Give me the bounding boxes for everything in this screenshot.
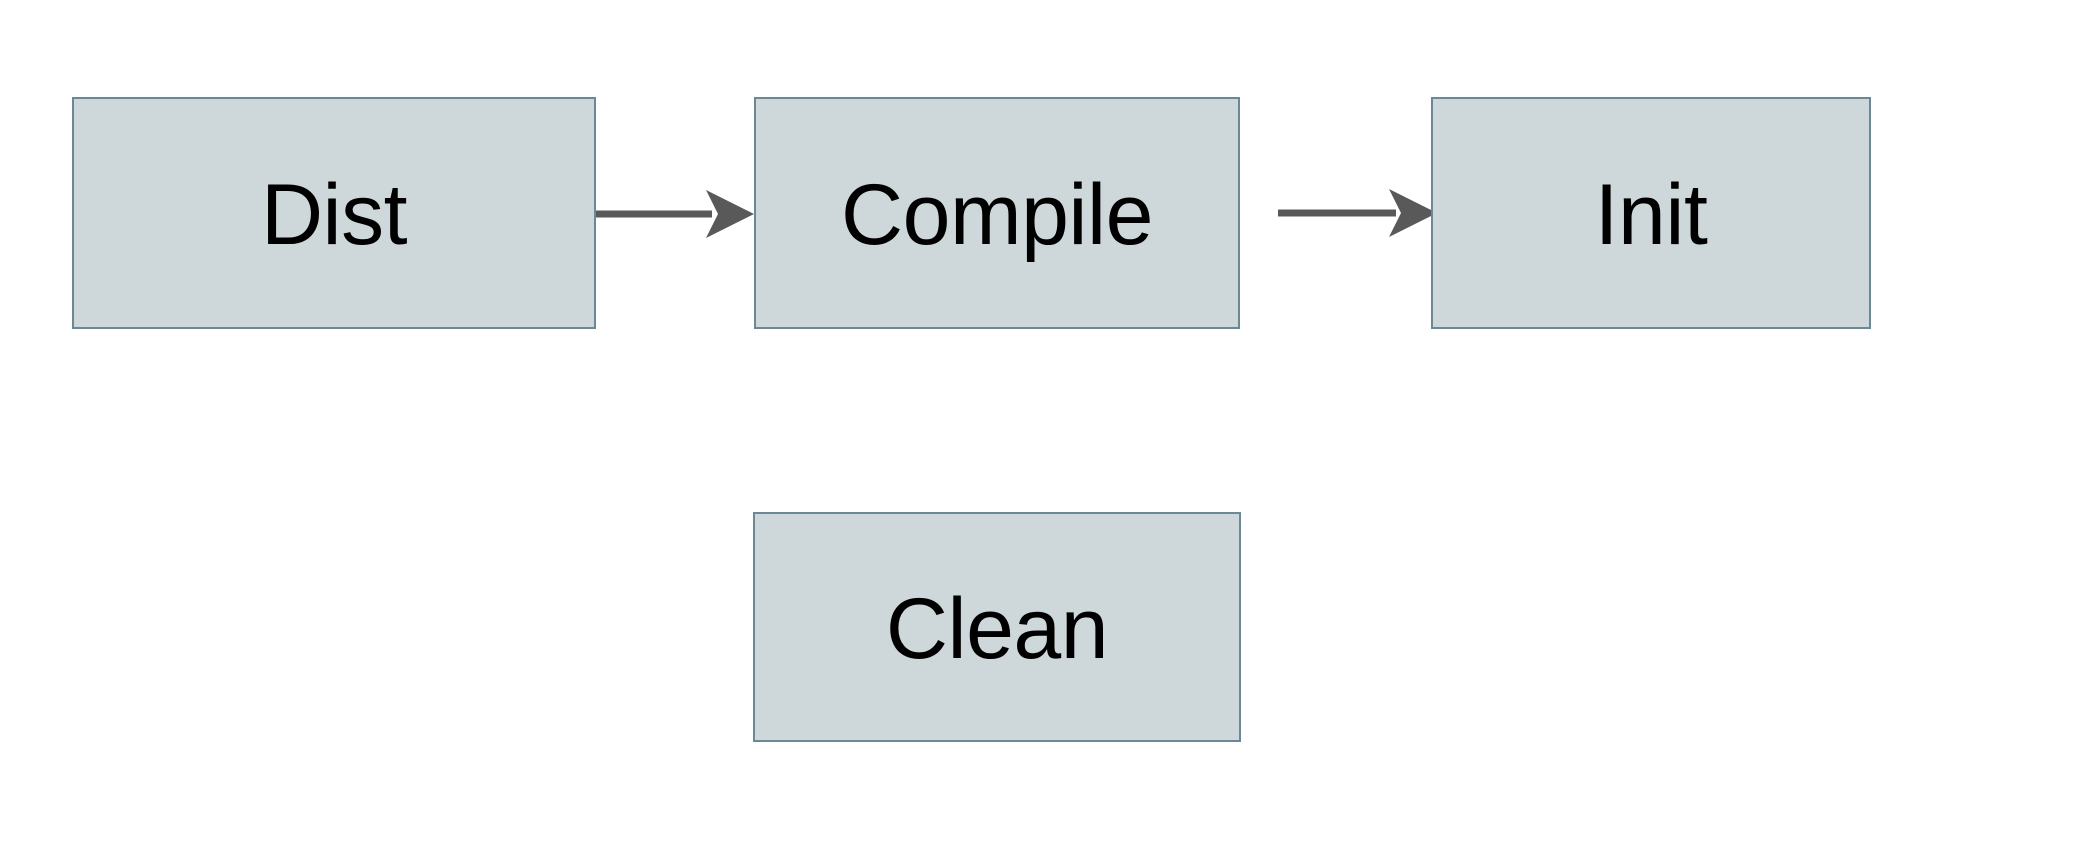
node-clean[interactable]: Clean	[753, 512, 1241, 742]
node-compile[interactable]: Compile	[754, 97, 1240, 329]
node-init-label: Init	[1594, 167, 1708, 263]
node-clean-label: Clean	[885, 581, 1109, 677]
node-dist[interactable]: Dist	[72, 97, 596, 329]
node-dist-label: Dist	[260, 167, 408, 263]
edge-compile-to-init[interactable]	[1278, 189, 1437, 237]
arrowhead-icon	[706, 190, 754, 238]
arrowhead-icon	[1389, 189, 1437, 237]
node-compile-label: Compile	[841, 167, 1153, 263]
node-init[interactable]: Init	[1431, 97, 1871, 329]
edge-dist-to-compile[interactable]	[596, 190, 754, 238]
